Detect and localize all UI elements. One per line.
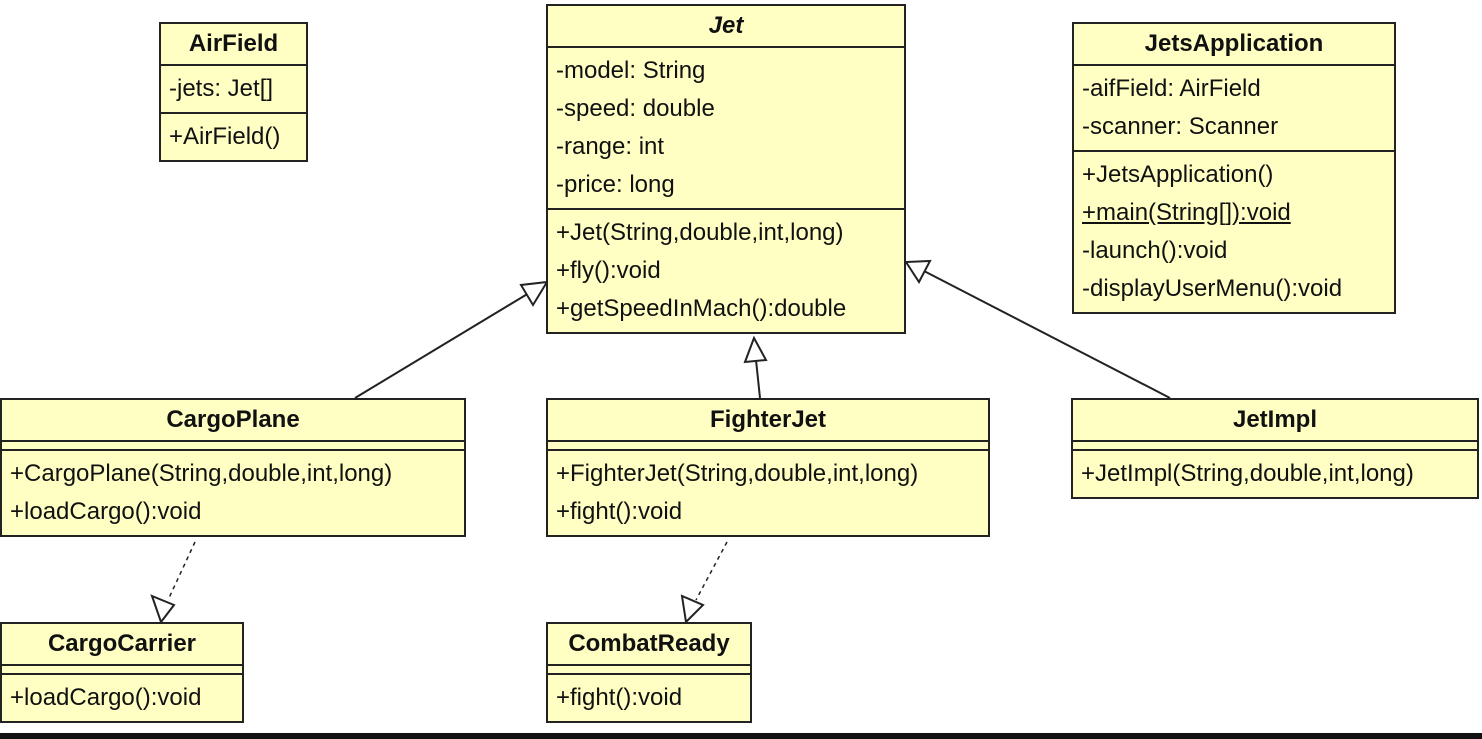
interface-cargocarrier[interactable]: CargoCarrier +loadCargo():void	[0, 622, 244, 723]
attribute: -scanner: Scanner	[1082, 113, 1279, 140]
class-jet[interactable]: Jet -model: String -speed: double -range…	[546, 4, 906, 334]
class-name: Jet	[548, 6, 904, 48]
operation: +Jet(String,double,int,long)	[556, 219, 844, 246]
interface-combatready[interactable]: CombatReady +fight():void	[546, 622, 752, 723]
attributes-section: -model: String -speed: double -range: in…	[548, 48, 904, 210]
class-name: CargoPlane	[2, 400, 464, 442]
operations-section: +JetsApplication() +main(String[]):void …	[1074, 152, 1394, 312]
operation: +JetsApplication()	[1082, 161, 1274, 188]
attribute: -model: String	[556, 57, 706, 84]
operation: -displayUserMenu():void	[1082, 275, 1343, 302]
operation: +FighterJet(String,double,int,long)	[556, 460, 919, 487]
operations-section: +loadCargo():void	[2, 675, 242, 721]
operation: +getSpeedInMach():double	[556, 295, 847, 322]
attributes-section	[1073, 442, 1477, 451]
attribute: -aifField: AirField	[1082, 75, 1261, 102]
class-name: CargoCarrier	[2, 624, 242, 666]
operation: +loadCargo():void	[10, 684, 202, 711]
attribute: -jets: Jet[]	[169, 75, 274, 102]
class-airfield[interactable]: AirField -jets: Jet[] +AirField()	[159, 22, 308, 162]
class-name: AirField	[161, 24, 306, 66]
realization-fighterjet-combatready	[695, 541, 728, 601]
class-jetsapplication[interactable]: JetsApplication -aifField: AirField -sca…	[1072, 22, 1396, 314]
operations-section: +FighterJet(String,double,int,long) +fig…	[548, 451, 988, 535]
attributes-section: -jets: Jet[]	[161, 66, 306, 114]
class-name: JetImpl	[1073, 400, 1477, 442]
operations-section: +CargoPlane(String,double,int,long) +loa…	[2, 451, 464, 535]
attribute: -speed: double	[556, 95, 715, 122]
attribute: -price: long	[556, 171, 675, 198]
realization-cargoplane-cargocarrier	[167, 541, 196, 601]
operations-section: +fight():void	[548, 675, 750, 721]
class-cargoplane[interactable]: CargoPlane +CargoPlane(String,double,int…	[0, 398, 466, 537]
operations-section: +JetImpl(String,double,int,long)	[1073, 451, 1477, 497]
generalization-jetimpl-jet	[923, 270, 1171, 399]
operation: +fly():void	[556, 257, 661, 284]
generalization-fighterjet-jet	[755, 359, 761, 399]
attributes-section: -aifField: AirField -scanner: Scanner	[1074, 66, 1394, 152]
realization-arrowhead-combatready	[680, 594, 705, 625]
generalization-arrowhead-jetimpl	[904, 259, 932, 284]
operation: +fight():void	[556, 498, 683, 525]
class-name: FighterJet	[548, 400, 988, 442]
attribute: -range: int	[556, 133, 665, 160]
operation: -launch():void	[1082, 237, 1228, 264]
generalization-arrowhead-fighterjet	[743, 335, 768, 364]
generalization-cargoplane-jet	[354, 289, 535, 399]
operation: +CargoPlane(String,double,int,long)	[10, 460, 393, 487]
operations-section: +AirField()	[161, 114, 306, 160]
operations-section: +Jet(String,double,int,long) +fly():void…	[548, 210, 904, 332]
class-name: CombatReady	[548, 624, 750, 666]
operation: +fight():void	[556, 684, 683, 711]
operation: +AirField()	[169, 123, 281, 150]
generalization-arrowhead-cargoplane	[519, 280, 549, 307]
realization-arrowhead-cargocarrier	[150, 594, 176, 625]
operation: +loadCargo():void	[10, 498, 202, 525]
attributes-section	[2, 666, 242, 675]
operation: +JetImpl(String,double,int,long)	[1081, 460, 1414, 487]
bottom-border-bar	[0, 733, 1482, 739]
attributes-section	[548, 442, 988, 451]
class-name: JetsApplication	[1074, 24, 1394, 66]
class-jetimpl[interactable]: JetImpl +JetImpl(String,double,int,long)	[1071, 398, 1479, 499]
class-fighterjet[interactable]: FighterJet +FighterJet(String,double,int…	[546, 398, 990, 537]
static-operation: +main(String[]):void	[1082, 199, 1291, 226]
attributes-section	[2, 442, 464, 451]
attributes-section	[548, 666, 750, 675]
